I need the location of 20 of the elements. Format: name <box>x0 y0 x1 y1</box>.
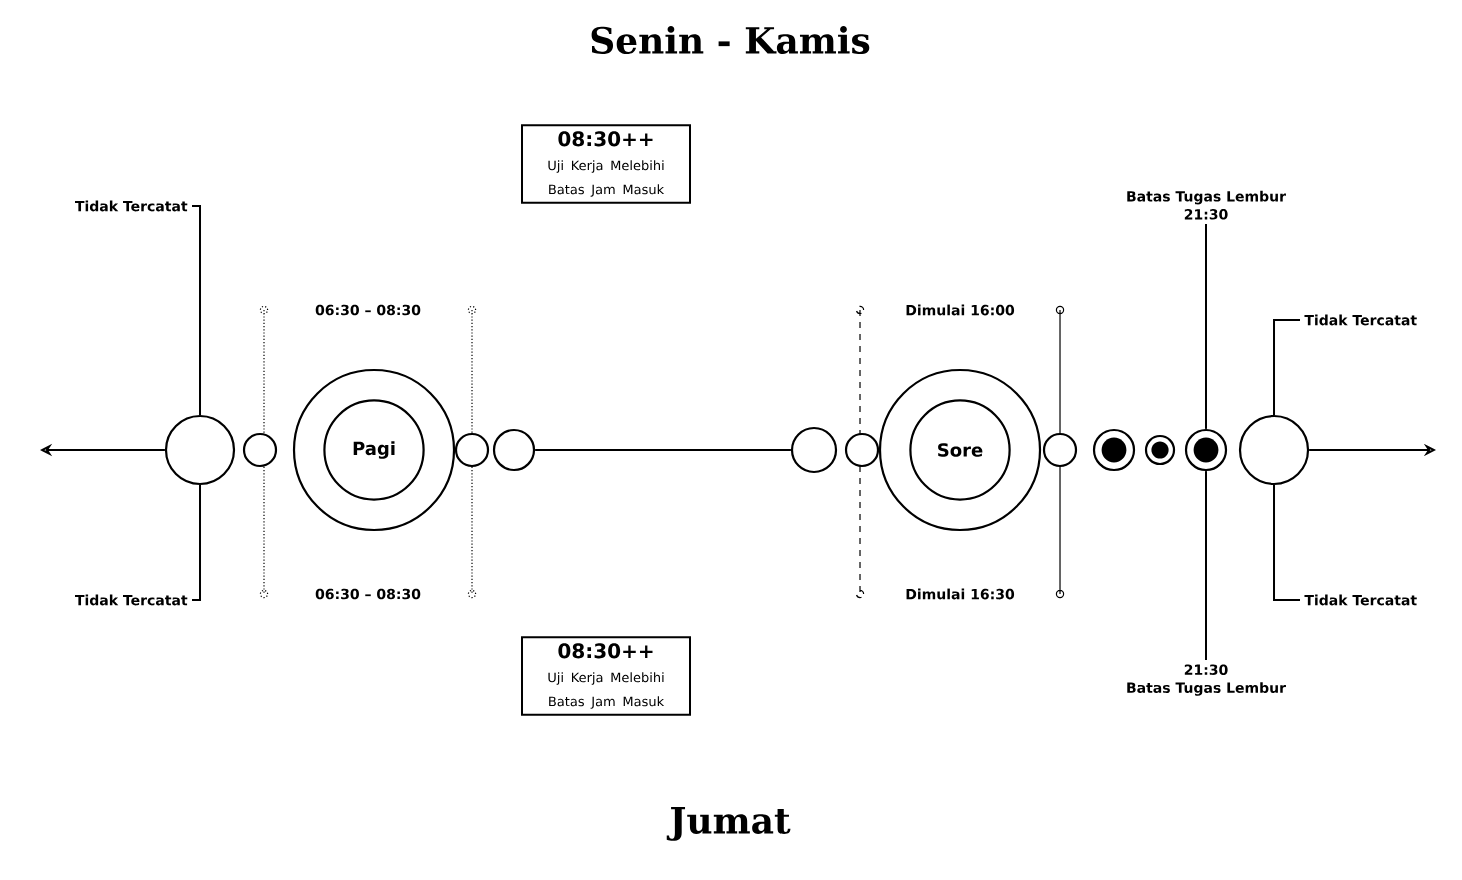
connector-line <box>191 484 201 601</box>
circle <box>164 414 236 486</box>
filled-circle <box>1144 434 1176 466</box>
circle <box>1042 432 1078 468</box>
connector-line <box>191 205 201 416</box>
circle <box>492 428 536 472</box>
circle <box>844 432 880 468</box>
connector-line <box>1205 470 1207 661</box>
connector-line <box>1273 484 1301 601</box>
circle <box>790 426 838 474</box>
filled-circle <box>1092 428 1136 472</box>
heading: Senin - Kamis <box>591 26 870 54</box>
connector-line <box>1205 223 1207 430</box>
connector-line <box>1273 319 1301 416</box>
connector-line <box>534 449 792 451</box>
circle <box>454 432 490 468</box>
heading: Jumat <box>666 807 791 841</box>
circle <box>242 432 278 468</box>
filled-circle <box>1184 428 1228 472</box>
circle <box>1238 414 1310 486</box>
